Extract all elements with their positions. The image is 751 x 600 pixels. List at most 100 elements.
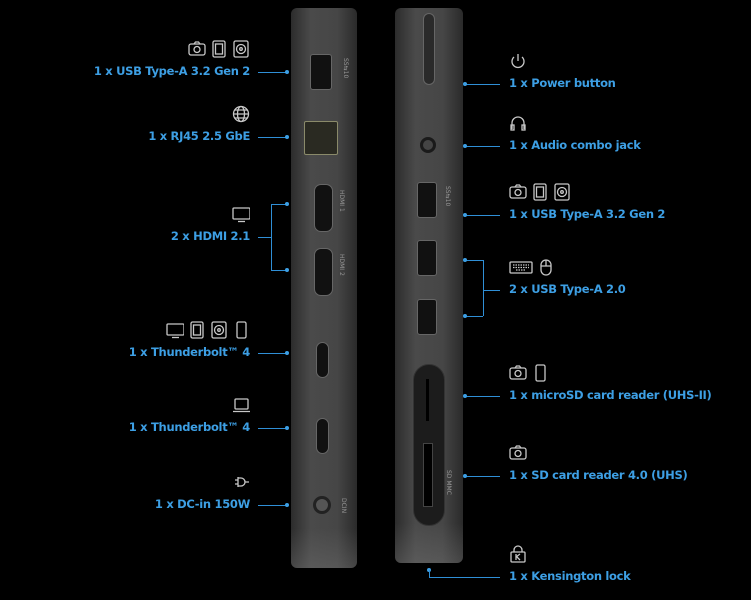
plug-icon — [235, 477, 249, 487]
icon-group — [509, 183, 571, 201]
leader-dot — [285, 135, 289, 139]
thunderbolt-port-2 — [316, 418, 329, 454]
hdd-icon — [554, 183, 570, 201]
leader-line — [465, 476, 500, 477]
icon-group — [509, 52, 527, 70]
camera-icon — [509, 365, 527, 380]
hdd-icon — [211, 321, 227, 339]
leader-line — [258, 505, 287, 506]
usb-a-port — [310, 54, 332, 90]
callout-label: 1 x SD card reader 4.0 (UHS) — [509, 468, 688, 482]
bracket-line — [483, 260, 484, 316]
icon-group — [509, 114, 527, 132]
callout-label: 1 x Audio combo jack — [509, 138, 641, 152]
leader-dot — [463, 82, 467, 86]
leader-line — [465, 260, 483, 261]
ssd-icon — [190, 321, 204, 339]
dock-left-side: SS⇆10 HDMI 1 HDMI 2 DCIN — [291, 8, 357, 568]
dc-marking: DCIN — [340, 498, 347, 514]
leader-line — [483, 290, 500, 291]
callout-label: 2 x USB Type-A 2.0 — [509, 282, 626, 296]
usb-a-port-2-0-2 — [417, 299, 437, 335]
usb-a-port-3-2 — [417, 182, 437, 218]
leader-dot — [463, 474, 467, 478]
leader-line — [258, 72, 287, 73]
leader-dot — [463, 394, 467, 398]
phone-icon — [236, 321, 247, 339]
hdd-icon — [233, 40, 249, 58]
leader-dot — [285, 503, 289, 507]
headphones-icon — [510, 116, 526, 131]
camera-icon — [509, 184, 527, 199]
leader-dot — [463, 144, 467, 148]
mouse-icon — [540, 259, 552, 276]
hdmi1-marking: HDMI 1 — [338, 190, 345, 212]
usb3-marking: SS⇆10 — [342, 58, 349, 79]
icon-group — [509, 444, 527, 462]
laptop-icon — [233, 398, 250, 413]
globe-icon — [232, 105, 250, 123]
icon-group — [509, 364, 549, 382]
leader-line — [465, 316, 483, 317]
bracket-line — [271, 204, 272, 270]
callout-label: 1 x Thunderbolt™ 4 — [128, 420, 251, 434]
sd-marking: SD MMC — [445, 470, 452, 495]
hdmi2-marking: HDMI 2 — [338, 254, 345, 276]
icon-group — [232, 105, 250, 123]
callout-label: 1 x Power button — [509, 76, 616, 90]
icon-group — [509, 258, 555, 276]
camera-icon — [188, 41, 206, 56]
leader-dot — [463, 258, 467, 262]
callout-label: 2 x HDMI 2.1 — [170, 229, 250, 243]
dc-in-port — [313, 496, 331, 514]
audio-jack — [420, 137, 436, 153]
leader-line — [258, 353, 287, 354]
leader-line — [271, 270, 287, 271]
leader-line — [429, 577, 500, 578]
sd-slot — [423, 443, 433, 507]
icon-group — [232, 205, 250, 223]
leader-dot — [285, 70, 289, 74]
callout-label: 1 x RJ45 2.5 GbE — [148, 129, 250, 143]
kensington-lock-icon — [510, 545, 526, 563]
leader-line — [465, 84, 500, 85]
callout-label: 1 x Kensington lock — [509, 569, 631, 583]
usb3-marking: SS⇆10 — [444, 186, 451, 207]
leader-dot — [285, 426, 289, 430]
callout-label: 1 x DC-in 150W — [154, 497, 250, 511]
power-icon — [511, 54, 525, 69]
leader-line — [258, 137, 287, 138]
microsd-slot — [426, 379, 429, 421]
icon-group — [509, 545, 527, 563]
leader-line — [429, 570, 430, 577]
ssd-icon — [533, 183, 547, 201]
phone-icon — [535, 364, 546, 382]
icon-group — [188, 40, 250, 58]
leader-line — [271, 204, 287, 205]
usb-a-port-2-0-1 — [417, 240, 437, 276]
icon-group — [232, 396, 250, 414]
card-reader-bay — [413, 364, 445, 526]
camera-icon — [509, 445, 527, 460]
leader-line — [465, 146, 500, 147]
keyboard-icon — [509, 261, 533, 274]
rj45-port — [304, 121, 338, 155]
callout-label: 1 x Thunderbolt™ 4 — [128, 345, 251, 359]
icon-group — [166, 321, 250, 339]
ssd-icon — [212, 40, 226, 58]
leader-line — [258, 237, 271, 238]
callout-label: 1 x microSD card reader (UHS-II) — [509, 388, 712, 402]
leader-line — [258, 428, 287, 429]
leader-dot — [463, 213, 467, 217]
callout-label: 1 x USB Type-A 3.2 Gen 2 — [93, 64, 250, 78]
icon-group — [232, 473, 250, 491]
power-button — [423, 13, 435, 85]
hdmi-port-2 — [314, 248, 333, 296]
leader-line — [465, 215, 500, 216]
leader-dot — [463, 314, 467, 318]
callout-label: 1 x USB Type-A 3.2 Gen 2 — [509, 207, 666, 221]
monitor-icon — [166, 323, 184, 339]
leader-line — [465, 396, 500, 397]
leader-dot — [285, 351, 289, 355]
